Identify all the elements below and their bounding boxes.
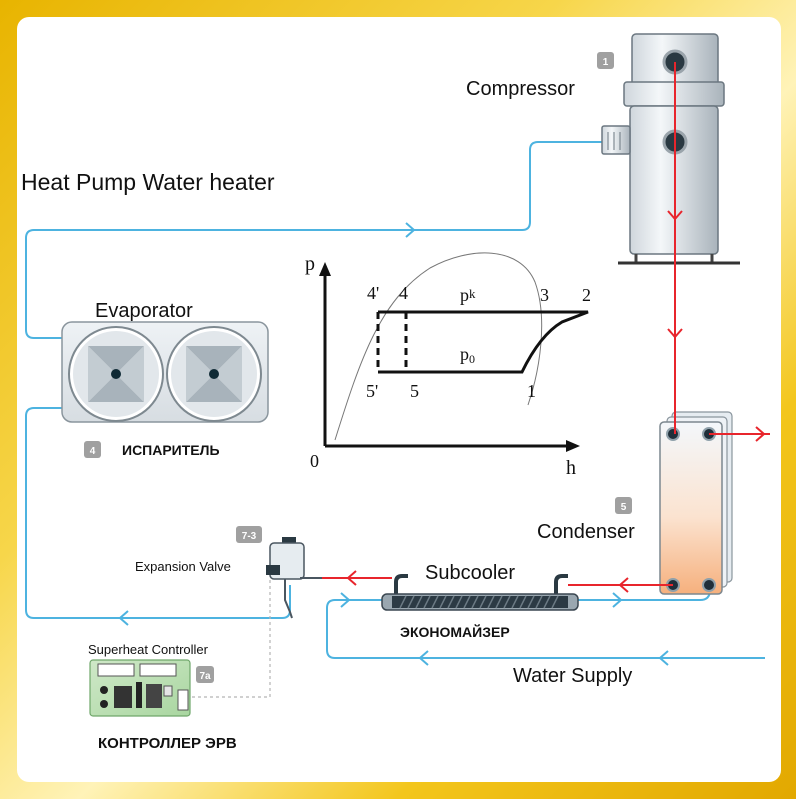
superheat-controller-label: Superheat Controller <box>88 642 209 657</box>
subcooler[interactable] <box>381 574 579 611</box>
ph-point-label: 4' <box>367 283 379 303</box>
svg-text:5: 5 <box>621 502 627 513</box>
compressor-label: Compressor <box>466 78 575 100</box>
ph-point-label: 4 <box>399 283 408 303</box>
ph-point-label: 5 <box>410 381 419 401</box>
evaporator-label: Evaporator <box>95 300 193 322</box>
subcooler-ru-label: ЭКОНОМАЙЗЕР <box>400 623 510 640</box>
ph-axis-h-label: h <box>566 457 576 479</box>
ph-axis-p-label: p <box>305 253 315 275</box>
svg-text:1: 1 <box>603 57 609 68</box>
svg-text:7-3: 7-3 <box>242 531 257 542</box>
water-flow-arrows <box>118 222 669 666</box>
expansion-valve[interactable] <box>266 537 322 619</box>
ph-point-label: 1 <box>527 381 536 401</box>
expansion-valve-label: Expansion Valve <box>135 559 231 574</box>
evaporator-ru-label: ИСПАРИТЕЛЬ <box>122 442 220 458</box>
expansion-valve-badge: 7-3 <box>236 526 262 543</box>
svg-text:4: 4 <box>90 446 96 457</box>
fan-icon <box>68 326 164 422</box>
refrigerant-flow-arrows <box>346 210 766 593</box>
fan-icon <box>166 326 262 422</box>
water-supply-label: Water Supply <box>513 665 632 687</box>
ph-point-label: 5' <box>366 381 378 401</box>
ph-diagram <box>319 252 589 452</box>
svg-text:7a: 7a <box>199 671 211 682</box>
ph-point-label: 2 <box>582 285 591 305</box>
superheat-controller-ru-label: КОНТРОЛЛЕР ЭРВ <box>98 735 237 752</box>
ph-origin-label: 0 <box>310 451 319 471</box>
superheat-controller-board[interactable] <box>89 659 191 717</box>
compressor[interactable] <box>601 33 740 265</box>
evaporator-badge: 4 <box>84 441 101 458</box>
compressor-badge: 1 <box>597 52 614 69</box>
control-wire <box>190 580 271 698</box>
condenser-label: Condenser <box>537 521 635 543</box>
evaporator[interactable] <box>61 321 269 423</box>
diagram-title: Heat Pump Water heater <box>21 169 275 195</box>
ph-p0-label: p0 <box>460 344 475 366</box>
condenser[interactable] <box>659 411 733 595</box>
condenser-badge: 5 <box>615 497 632 514</box>
superheat-controller-badge: 7a <box>196 666 214 683</box>
subcooler-label: Subcooler <box>425 562 515 584</box>
ph-point-label: 3 <box>540 285 549 305</box>
ph-pk-label: pk <box>460 285 476 305</box>
